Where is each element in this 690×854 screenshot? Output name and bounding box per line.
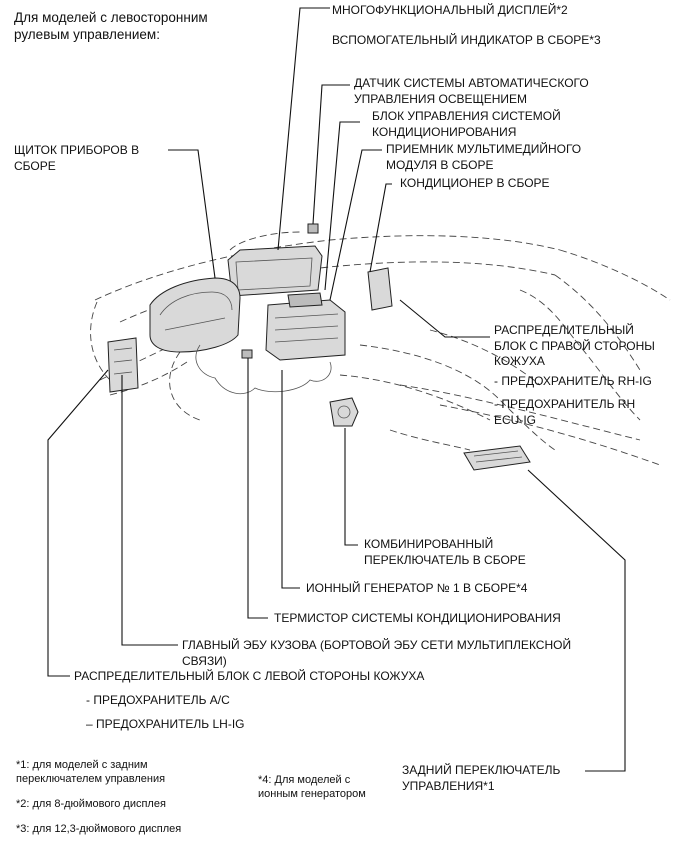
label-multimedia-receiver: ПРИЕМНИК МУЛЬТИМЕДИЙНОГО МОДУЛЯ В СБОРЕ [386,142,582,172]
center-stack [265,292,346,361]
lh-junction-block [107,337,139,393]
label-ion-generator: ИОННЫЙ ГЕНЕРАТОР № 1 В СБОРЕ*4 [306,581,528,595]
thermistor [241,349,253,359]
label-lh-fuse-2: – ПРЕДОХРАНИТЕЛЬ LH-IG [86,717,245,731]
combination-switch [329,397,359,427]
rear-control-switch [463,445,531,471]
footnote-1: *1: для моделей с задним переключателем … [16,759,166,785]
label-lh-junction: РАСПРЕДЕЛИТЕЛЬНЫЙ БЛОК С ЛЕВОЙ СТОРОНЫ К… [74,669,425,683]
label-thermistor: ТЕРМИСТОР СИСТЕМЫ КОНДИЦИОНИРОВАНИЯ [274,611,561,625]
label-rh-fuse-2: - ПРЕДОХРАНИТЕЛЬ RH ECU-IG [494,397,636,427]
label-rh-junction: РАСПРЕДЕЛИТЕЛЬНЫЙ БЛОК С ПРАВОЙ СТОРОНЫ … [494,323,655,368]
leader-lines [47,7,626,772]
label-ac-unit: КОНДИЦИОНЕР В СБОРЕ [400,176,550,190]
light-sensor [307,223,319,234]
multi-display [227,245,323,297]
label-ac-control: БЛОК УПРАВЛЕНИЯ СИСТЕМОЙ КОНДИЦИОНИРОВАН… [372,109,561,139]
label-combo-switch: КОМБИНИРОВАННЫЙ ПЕРЕКЛЮЧАТЕЛЬ В СБОРЕ [364,537,526,567]
label-aux-indicator: ВСПОМОГАТЕЛЬНЫЙ ИНДИКАТОР В СБОРЕ*3 [332,33,601,47]
footnote-2: *2: для 8-дюймового дисплея [16,798,166,810]
header-note: Для моделей с левосторонним рулевым упра… [14,10,208,42]
label-light-sensor: ДАТЧИК СИСТЕМЫ АВТОМАТИЧЕСКОГО УПРАВЛЕНИ… [354,76,589,106]
label-multi-display: МНОГОФУНКЦИОНАЛЬНЫЙ ДИСПЛЕЙ*2 [332,3,568,17]
label-combination-meter: ЩИТОК ПРИБОРОВ В СБОРЕ [14,143,140,173]
footnote-4: *4: Для моделей с ионным генератором [258,774,366,800]
label-rh-fuse-1: - ПРЕДОХРАНИТЕЛЬ RH-IG [494,374,652,388]
label-rear-switch: ЗАДНИЙ ПЕРЕКЛЮЧАТЕЛЬ УПРАВЛЕНИЯ*1 [402,763,561,793]
label-main-body-ecu: ГЛАВНЫЙ ЭБУ КУЗОВА (БОРТОВОЙ ЭБУ СЕТИ МУ… [182,638,572,668]
ac-unit [195,344,332,395]
footnote-3: *3: для 12,3-дюймового дисплея [16,823,182,835]
combination-meter [149,277,241,353]
rh-junction-block [367,267,393,311]
label-lh-fuse-1: - ПРЕДОХРАНИТЕЛЬ A/C [86,693,230,707]
